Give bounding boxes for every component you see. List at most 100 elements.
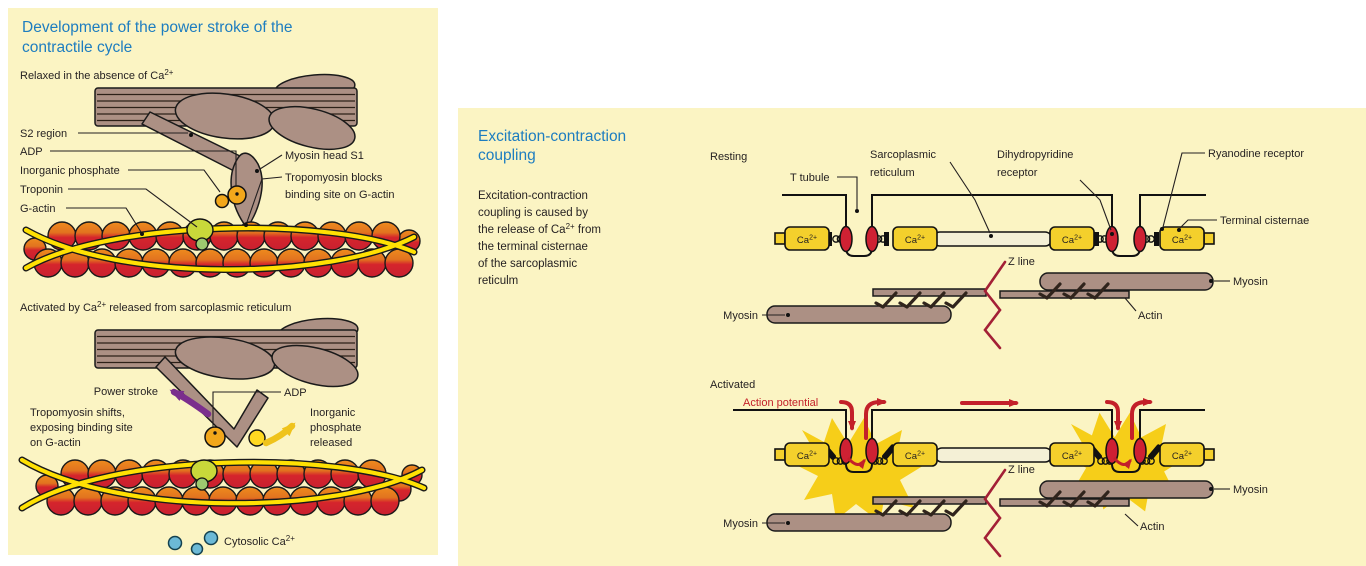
right-panel-title-line2: coupling bbox=[478, 147, 536, 164]
svg-text:the terminal cisternae: the terminal cisternae bbox=[478, 241, 588, 253]
relaxed-pointer-lines bbox=[50, 132, 283, 236]
terminal-cisterna-box-4 bbox=[1159, 226, 1205, 251]
label-ryanodine-receptor: Ryanodine receptor bbox=[1208, 148, 1304, 160]
myosin-thick-filament-right-2 bbox=[1039, 480, 1214, 499]
released-phosphate bbox=[248, 429, 266, 447]
relaxed-caption: Relaxed in the absence of Ca2+ bbox=[20, 68, 174, 82]
label-z-line-resting: Z line bbox=[1008, 256, 1035, 268]
label-inorganic-phosphate: Inorganic phosphate bbox=[20, 165, 120, 177]
left-panel-title-line1: Development of the power stroke of the bbox=[22, 19, 293, 36]
label-activated: Activated bbox=[710, 379, 755, 391]
label-pi-released-line2: phosphate bbox=[310, 422, 361, 434]
label-dihydropyridine-line1: Dihydropyridine bbox=[997, 149, 1073, 161]
label-tropomyosin-shifts-line1: Tropomyosin shifts, bbox=[30, 407, 125, 419]
label-myosin-right-activated: Myosin bbox=[1233, 484, 1268, 496]
sarcoplasmic-reticulum-tube-2 bbox=[934, 447, 1053, 463]
label-pi-released-line3: released bbox=[310, 437, 352, 449]
resting-pointer-lines bbox=[762, 152, 1230, 317]
label-adp-2: ADP bbox=[284, 387, 307, 399]
resting-diagram: Resting T tubule Sarcoplasmic reticulum … bbox=[710, 148, 1309, 350]
label-g-actin: G-actin bbox=[20, 203, 55, 215]
label-actin-resting: Actin bbox=[1138, 310, 1162, 322]
label-sarcoplasmic-reticulum-line1: Sarcoplasmic bbox=[870, 149, 937, 161]
troponin-subunit-2 bbox=[195, 477, 209, 491]
terminal-cisterna-box-3 bbox=[1049, 226, 1095, 251]
right-panel-background bbox=[458, 108, 1366, 566]
label-tropomyosin-shifts-line3: on G-actin bbox=[30, 437, 81, 449]
action-potential-arrows bbox=[839, 398, 1153, 469]
adp-molecule-2 bbox=[204, 426, 226, 448]
dihydropyridine-receptor-shape bbox=[865, 225, 879, 253]
dihydropyridine-receptor-shape bbox=[1133, 225, 1147, 253]
terminal-cisterna-box-7 bbox=[1049, 442, 1095, 467]
label-myosin-left-resting: Myosin bbox=[723, 310, 758, 322]
terminal-cisterna-box-5 bbox=[784, 442, 830, 467]
label-resting: Resting bbox=[710, 151, 747, 163]
actin-thin-filament bbox=[872, 288, 987, 297]
label-s2-region: S2 region bbox=[20, 128, 67, 140]
label-myosin-head-s1: Myosin head S1 bbox=[285, 150, 364, 162]
right-panel: Excitation-contraction coupling Excitati… bbox=[478, 128, 1309, 558]
label-pi-released-line1: Inorganic bbox=[310, 407, 356, 419]
actin-filament-activated bbox=[18, 456, 428, 516]
myosin-thick-filament-left-2 bbox=[766, 513, 952, 532]
label-tropomyosin-blocks-line2: binding site on G-actin bbox=[285, 189, 394, 201]
label-z-line-activated: Z line bbox=[1008, 464, 1035, 476]
label-cytosolic-ca: Cytosolic Ca2+ bbox=[224, 534, 295, 548]
left-panel-title-line2: contractile cycle bbox=[22, 39, 132, 56]
terminal-cisterna-box-8 bbox=[1159, 442, 1205, 467]
phosphate-molecule bbox=[214, 193, 230, 209]
label-myosin-left-activated: Myosin bbox=[723, 518, 758, 530]
relaxed-diagram: S2 region ADP Inorganic phosphate Tropon… bbox=[20, 73, 421, 278]
label-power-stroke: Power stroke bbox=[94, 386, 158, 398]
dihydropyridine-receptor-shape bbox=[1105, 225, 1119, 253]
svg-text:reticulm: reticulm bbox=[478, 275, 518, 287]
sarcoplasmic-reticulum-tube bbox=[932, 231, 1053, 247]
terminal-cisterna-box-1 bbox=[784, 226, 830, 251]
myosin-thick-filament-left bbox=[766, 305, 952, 324]
tropomyosin-strands-2 bbox=[18, 456, 428, 512]
troponin-subunit bbox=[195, 237, 209, 251]
sarcolemma-membrane bbox=[782, 194, 1206, 257]
actin-thin-filament-2 bbox=[872, 496, 987, 505]
label-t-tubule: T tubule bbox=[790, 172, 830, 184]
svg-text:Excitation-contraction: Excitation-contraction bbox=[478, 190, 588, 202]
terminal-cisterna-box-6 bbox=[892, 442, 938, 467]
right-panel-paragraph: Excitation-contraction coupling is cause… bbox=[478, 190, 601, 287]
dihydropyridine-receptor-shape bbox=[839, 225, 853, 253]
dihydropyridine-receptor-shape bbox=[1133, 437, 1147, 465]
myosin-head-power-stroke-shape bbox=[155, 356, 269, 448]
left-panel: Development of the power stroke of the c… bbox=[18, 19, 428, 556]
label-myosin-right-resting: Myosin bbox=[1233, 276, 1268, 288]
label-tropomyosin-shifts-line2: exposing binding site bbox=[30, 422, 133, 434]
svg-text:of the sarcoplasmic: of the sarcoplasmic bbox=[478, 258, 577, 270]
right-panel-title-line1: Excitation-contraction bbox=[478, 128, 626, 145]
phosphate-release-arrow bbox=[262, 422, 296, 447]
dihydropyridine-receptor-shape bbox=[865, 437, 879, 465]
sarcolemma-membrane-2 bbox=[733, 409, 1205, 473]
label-sarcoplasmic-reticulum-line2: reticulum bbox=[870, 167, 915, 179]
label-actin-activated: Actin bbox=[1140, 521, 1164, 533]
power-stroke-arrow bbox=[169, 388, 212, 418]
activated-myofilaments bbox=[766, 468, 1214, 558]
label-troponin: Troponin bbox=[20, 184, 63, 196]
myosin-thick-filament-right bbox=[1039, 272, 1214, 291]
power-stroke-diagram: Power stroke ADP Tropomyosin shifts, exp… bbox=[18, 317, 428, 556]
label-tropomyosin-blocks-line1: Tropomyosin blocks bbox=[285, 172, 383, 184]
z-line-shape bbox=[983, 260, 1007, 350]
actin-filament-relaxed bbox=[22, 218, 421, 278]
myosin-thick-filament-2 bbox=[94, 317, 359, 448]
label-dihydropyridine-line2: receptor bbox=[997, 167, 1038, 179]
label-adp: ADP bbox=[20, 146, 43, 158]
svg-text:coupling is caused by: coupling is caused by bbox=[478, 207, 588, 219]
cytosolic-calcium-ions bbox=[167, 530, 219, 556]
label-action-potential: Action potential bbox=[743, 397, 818, 409]
svg-text:the release of Ca2+ from: the release of Ca2+ from bbox=[478, 222, 601, 236]
label-terminal-cisternae: Terminal cisternae bbox=[1220, 215, 1309, 227]
myosin-thick-filament bbox=[94, 73, 358, 230]
terminal-cisterna-box-2 bbox=[892, 226, 938, 251]
activated-diagram: Activated Action potential Z line Myosin… bbox=[710, 379, 1268, 558]
activated-pointer-lines bbox=[762, 487, 1230, 527]
z-line-shape-2 bbox=[983, 468, 1007, 558]
